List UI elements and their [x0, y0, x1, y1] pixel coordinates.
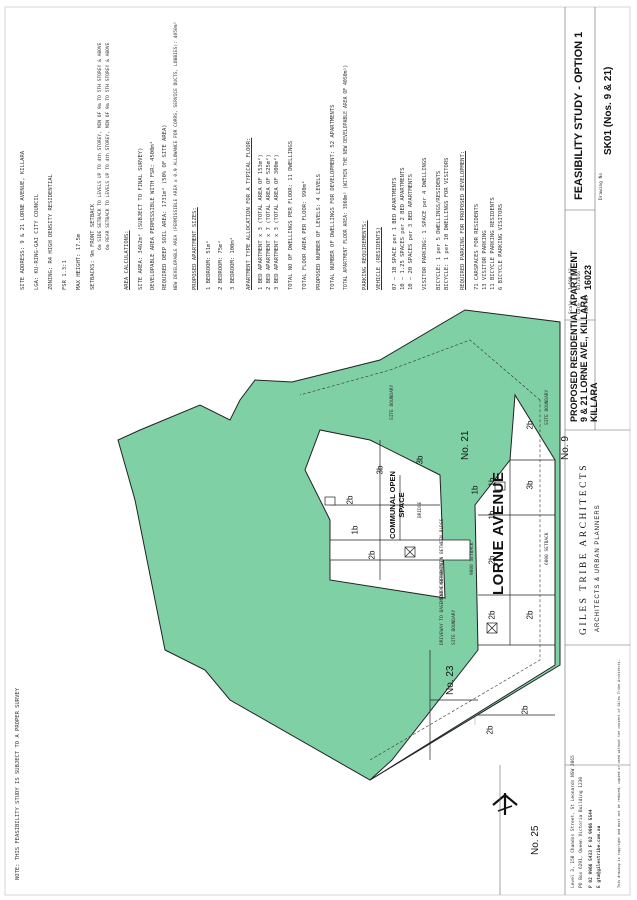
setback-6000-label: 6000 SETBACK	[545, 532, 550, 565]
communal-open-space: COMMUNAL OPEN SPACE	[388, 471, 406, 539]
job-label: Job Ref	[585, 295, 590, 314]
unit-label: 2b	[487, 610, 497, 620]
note-v2: 10 – 1.25 SPACES per 2 BED APARTMENTS	[400, 167, 406, 290]
lot-label-23: No. 23	[445, 665, 456, 695]
drawing-title: FEASIBILITY STUDY - OPTION 1	[573, 31, 585, 200]
unit-label: 3b	[415, 455, 425, 465]
project-line3: KILLARA	[589, 382, 599, 423]
tb-address2: PO Box 6291, Queen Victoria Building 123…	[579, 776, 584, 888]
setback-9000-label: 9000 SETBACK	[470, 542, 475, 575]
note-alloc3: 3 BED APARTMENT x 3 (TOTAL AREA OF 300m²…	[274, 154, 280, 290]
job-number: 16023	[583, 264, 593, 290]
date-label: Date	[577, 303, 582, 314]
note-r2: 13 VISITOR PARKING	[482, 230, 488, 290]
survey-note: NOTE: THIS FEASIBILITY STUDY IS SUBJECT …	[15, 687, 21, 880]
note-alloc2: 2 BED APARTMENT x 7 (TOTAL AREA OF 525m²…	[266, 154, 272, 290]
note-alloc1: 1 BED APARTMENT x 3 (TOTAL AREA OF 153m²…	[258, 154, 264, 290]
unit-label: 2b	[520, 705, 530, 715]
note-site-area: SITE AREA: 3462m² (SUBJECT TO FINAL SURV…	[138, 147, 144, 290]
unit-label: 3b	[375, 465, 385, 475]
note-req-heading: REQUIRED PARKING FOR PROPOSED DEVELOPMEN…	[460, 150, 466, 290]
note-dwellings-total: TOTAL NUMBER OF DWELLINGS FOR DEVELOPMEN…	[330, 104, 336, 290]
drawing-no-label: Drawing No	[599, 172, 604, 200]
scale-value: 1:500 A3	[569, 268, 574, 290]
note-apt-floor-area: TOTAL APARTMENT FLOOR AREA: 3960m² (WITH…	[344, 64, 349, 290]
note-parking-heading: PARKING REQUIREMENTS:	[362, 220, 368, 290]
north-arrow-icon	[492, 793, 518, 815]
firm-name: GILES TRIBE ARCHITECTS	[579, 463, 589, 635]
tb-copyright: This drawing is copyright and must not b…	[617, 659, 621, 888]
lot-label-25: No. 25	[530, 825, 541, 855]
tb-phone: P 02 9966 5433 F 02 9966 5544	[589, 809, 594, 888]
note-setbacks-rear: 6m REAR SETBACK TO LEVELS UP TO 4th STOR…	[106, 42, 111, 250]
note-setbacks-side: 6m SIDE SETBACK TO LEVELS UP TO 4th STOR…	[98, 42, 103, 250]
driveway-label: DRIVEWAY TO BASEMENT CARPARKING	[440, 561, 445, 645]
note-deep-soil: REQUIRED DEEP SOIL AREA: 1731m² (50% OF …	[162, 124, 168, 290]
tb-address1: Level 3, 150 Chandos Street, St Leonards…	[571, 755, 576, 888]
note-fsr: FSR 1.3:1	[62, 260, 68, 290]
lot-label-21: No. 21	[460, 430, 471, 460]
scale-label: Scale	[569, 300, 574, 314]
note-lga: LGA: KU-RING-GAI CITY COUNCIL	[34, 193, 40, 290]
title-block: Level 3, 150 Chandos Street, St Leonards…	[565, 0, 630, 900]
unit-label: 1b	[470, 485, 480, 495]
note-alloc-heading: APARTMENT TYPE ALLOCATION FOR A TYPICAL …	[246, 137, 252, 290]
firm-tagline: ARCHITECTS & URBAN PLANNERS	[595, 504, 601, 632]
tb-email: E gta@gilestribe.com.au	[597, 825, 602, 888]
note-visitor: VISITOR PARKING: 1 SPACE per 4 DWELLINGS	[422, 157, 428, 290]
note-bicycle2: BICYCLE: 1 per 10 DWELLINGS FOR VISITORS	[444, 157, 450, 290]
note-r4: 6 BICYCLE PARKING VISITORS	[498, 203, 504, 290]
note-r1: 71 CARSPACES FOR RESIDENTS	[474, 203, 480, 290]
note-levels: PROPOSED NUMBER OF LEVELS: 4 LEVELS	[316, 174, 322, 290]
site-boundary-label-2: SITE BOUNDARY	[545, 389, 550, 425]
note-v1: 07 – 1B SPACE per 1 BED APARTMENTS	[392, 177, 398, 290]
note-setbacks: SETBACKS: 9m FRONT SETBACK	[90, 203, 96, 290]
site-boundary-label-1: SITE BOUNDARY	[452, 609, 457, 645]
note-new-dev-area: NEW DEVELOPABLE AREA (PERMISSIBLE AREA x…	[174, 21, 179, 290]
note-bed3: 3 BEDROOM: 100m²	[230, 237, 236, 290]
note-zoning: ZONING: R4 HIGH DENSITY RESIDENTIAL	[48, 174, 54, 290]
unit-label: 2b	[485, 725, 495, 735]
bridge	[329, 539, 471, 561]
note-r3: 11 BICYCLE PARKING RESIDENTS	[490, 197, 496, 290]
site-boundary-label-3: SITE BOUNDARY	[390, 384, 395, 420]
note-max-height: MAX HEIGHT: 17.5m	[76, 233, 82, 290]
note-bed1: 1 BEDROOM: 51m²	[206, 240, 212, 290]
unit-label: 1b	[487, 510, 497, 520]
bridge-label: BRIDGE	[418, 501, 423, 518]
unit-label: 1b	[350, 525, 360, 535]
unit-label: 2b	[525, 420, 535, 430]
note-vehicle-heading: VEHICLE (RESIDENTS)	[376, 227, 382, 290]
unit-label: 2b	[525, 610, 535, 620]
note-bicycle1: BICYCLE: 1 per 5 DWELLINGS/RESIDENTS	[436, 170, 442, 290]
note-bed2: 2 BEDROOM: 75m²	[218, 240, 224, 290]
note-site-address: SITE ADDRESS: 9 & 21 LORNE AVENUE, KILLA…	[20, 150, 26, 290]
road-name: LORNE AVENUE	[490, 471, 507, 595]
unit-label: 2b	[367, 550, 377, 560]
unit-label: 3b	[525, 480, 535, 490]
note-area-calc: AREA CALCULATIONS:	[124, 230, 130, 290]
unit-label: 2b	[345, 495, 355, 505]
note-dev-area: DEVELOPABLE AREA PERMISSIBLE WITH FSR: 4…	[150, 140, 156, 290]
note-apt-sizes: PROPOSED APARTMENT SIZES:	[192, 207, 198, 290]
note-v3: 10 – 20 SPACES per 3 BED APARTMENTS	[408, 174, 414, 290]
unit-label: 1b	[487, 477, 497, 487]
note-floor-area: TOTAL FLOOR AREA PER FLOOR: 990m²	[302, 180, 308, 290]
note-dwellings-floor: TOTAL NO OF DWELLINGS PER FLOOR: 11 DWEL…	[288, 140, 294, 290]
unit-label: 2b	[487, 555, 497, 565]
drawing-number: SK01 (Nos. 9 & 21)	[603, 66, 614, 155]
date-value: 01/2016	[577, 271, 582, 290]
